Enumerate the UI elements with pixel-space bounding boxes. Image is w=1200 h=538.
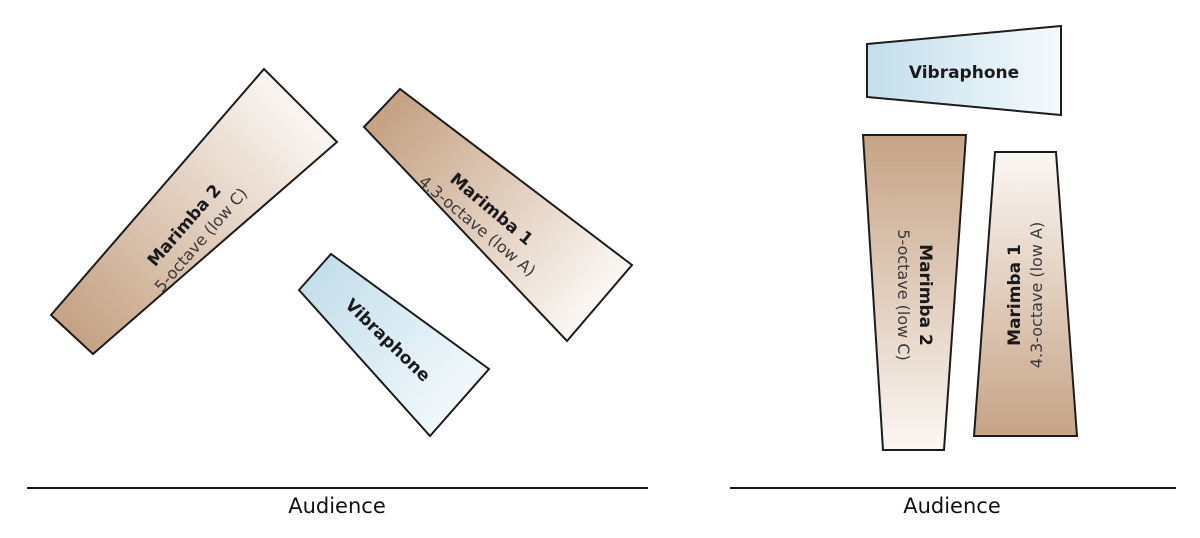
right-marimba-1-name: Marimba 1 xyxy=(1005,244,1025,346)
left-marimba-2: Marimba 2 5-octave (low C) xyxy=(49,67,339,356)
right-vibraphone: Vibraphone xyxy=(866,24,1062,117)
left-vibraphone: Vibraphone xyxy=(297,252,491,438)
left-audience-label: Audience xyxy=(288,494,386,518)
right-marimba-1: Marimba 1 4.3-octave (low A) xyxy=(972,151,1079,437)
right-setup: Vibraphone Marimba 2 5-octave (low C) Ma… xyxy=(730,24,1176,518)
right-audience-label: Audience xyxy=(903,494,1001,518)
right-marimba-1-range: 4.3-octave (low A) xyxy=(1027,222,1046,368)
right-marimba-2-name: Marimba 2 xyxy=(915,244,935,346)
right-vibraphone-name: Vibraphone xyxy=(909,63,1019,83)
right-marimba-2-range: 5-octave (low C) xyxy=(894,229,913,360)
right-marimba-2: Marimba 2 5-octave (low C) xyxy=(861,134,968,451)
left-setup: Marimba 2 5-octave (low C) Marimba 1 4.3… xyxy=(27,67,648,518)
left-marimba-1: Marimba 1 4.3-octave (low A) xyxy=(362,87,634,343)
